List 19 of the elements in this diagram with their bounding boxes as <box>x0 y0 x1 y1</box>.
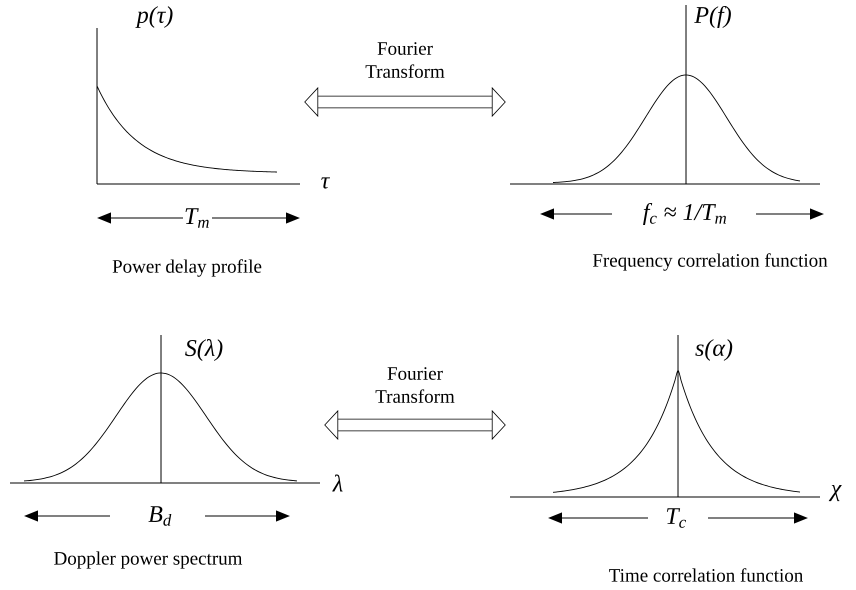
node-label: Time correlation function <box>609 568 803 582</box>
axis-label: P(f) <box>694 6 731 28</box>
double-arrow <box>324 410 506 440</box>
axis-label: λ <box>332 474 343 492</box>
plot-drawing <box>510 334 820 498</box>
axis-label: χ <box>828 484 842 502</box>
axis-label: s(α) <box>695 339 732 361</box>
plot-drawing <box>510 4 820 184</box>
plot-drawing <box>10 334 320 484</box>
node-label: Frequency correlation function <box>592 253 828 271</box>
node-label: Power delay profile <box>112 259 262 277</box>
edge-label: Fourier Transform <box>364 366 466 404</box>
node-label: Doppler power spectrum <box>54 551 242 569</box>
axis-label: p(τ) <box>135 6 173 28</box>
double-arrow <box>304 86 506 118</box>
axis-label: τ <box>321 177 330 189</box>
plot-drawing <box>96 28 300 184</box>
edge-label: Fourier Transform <box>354 41 456 79</box>
axis-label: S(λ) <box>185 339 222 361</box>
